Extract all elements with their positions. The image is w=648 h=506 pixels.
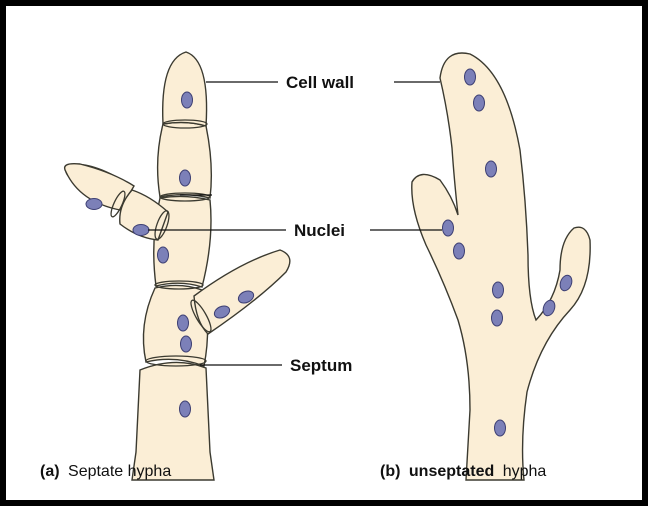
septum-label: Septum — [290, 356, 352, 375]
nucleus — [493, 282, 504, 298]
septate-cell-tip — [163, 52, 207, 126]
caption-a-text: Septate hypha — [68, 463, 171, 480]
cell-wall-label: Cell wall — [286, 73, 354, 92]
nucleus — [182, 92, 193, 108]
nucleus — [495, 420, 506, 436]
septate-hypha — [65, 52, 290, 480]
nucleus — [486, 161, 497, 177]
nucleus — [158, 247, 169, 263]
unseptated-body — [412, 53, 590, 480]
nucleus — [178, 315, 189, 331]
caption-a-letter: (a) — [40, 463, 60, 480]
caption-b: (b) unseptated hypha — [380, 463, 546, 480]
caption-b-text: hypha — [503, 463, 547, 480]
septate-cell-upper — [158, 122, 212, 198]
septate-branch-right — [194, 250, 290, 334]
nucleus — [443, 220, 454, 236]
nucleus — [465, 69, 476, 85]
nucleus — [180, 170, 191, 186]
caption-a: (a) Septate hypha — [40, 463, 171, 480]
nucleus — [86, 199, 102, 210]
nucleus — [180, 401, 191, 417]
caption-b-bold: unseptated — [409, 463, 494, 480]
nucleus — [133, 225, 149, 236]
nucleus — [474, 95, 485, 111]
unseptated-hypha — [412, 53, 590, 480]
nucleus — [454, 243, 465, 259]
nuclei-label: Nuclei — [294, 221, 345, 240]
nucleus — [492, 310, 503, 326]
nucleus — [181, 336, 192, 352]
caption-b-letter: (b) — [380, 463, 400, 480]
